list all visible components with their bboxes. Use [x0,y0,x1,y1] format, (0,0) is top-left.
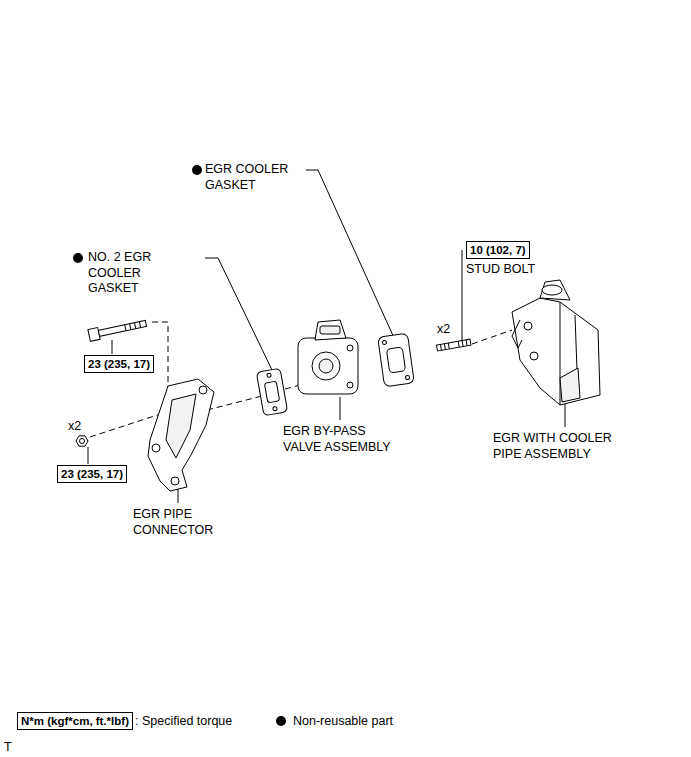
gasket-drawing [256,368,287,415]
part-label: EGR WITH COOLER PIPE ASSEMBLY [493,431,621,462]
gasket-drawing [378,333,415,387]
legend-text: : Specified torque [135,714,232,730]
torque-box: 23 (235, 17) [84,355,154,373]
legend-text: Non-reusable part [293,714,393,730]
part-label: x2 [437,322,461,338]
leader-line [112,340,113,354]
legend-dot [276,716,286,726]
nut-symbol [76,436,88,446]
part-label: T [4,740,24,756]
torque-value: 10 (102, 7) [470,244,526,256]
torque-value: 23 (235, 17) [88,358,150,370]
part-label: x2 [68,419,88,435]
torque-value: N*m (kgf*cm, ft.*lbf) [21,715,129,727]
assembly-line [472,330,512,344]
torque-box: 23 (235, 17) [57,465,127,483]
torque-box: 10 (102, 7) [466,241,530,259]
part-label: EGR BY-PASS VALVE ASSEMBLY [283,424,395,455]
leader-line [88,447,89,464]
assembly-line [152,322,168,395]
non-reusable-dot [73,253,83,263]
leader-line [178,489,179,503]
pipe-connector-drawing [148,379,214,491]
torque-value: 23 (235, 17) [61,468,123,480]
part-label: NO. 2 EGR COOLER GASKET [88,250,190,297]
assembly-line [207,396,262,410]
leader-line [306,170,395,340]
stud-bolt-symbol [436,339,471,351]
leader-line [340,397,341,420]
part-label: STUD BOLT [466,262,556,278]
part-label: EGR COOLER GASKET [205,162,300,193]
torque-box: N*m (kgf*cm, ft.*lbf) [17,712,133,730]
bypass-valve-drawing [298,320,358,394]
leader-line [205,258,272,370]
bolt-symbol [88,318,147,342]
cooler-assembly-drawing [512,280,600,405]
non-reusable-dot [192,165,202,175]
part-label: EGR PIPE CONNECTOR [133,507,215,538]
leader-line [462,250,463,340]
